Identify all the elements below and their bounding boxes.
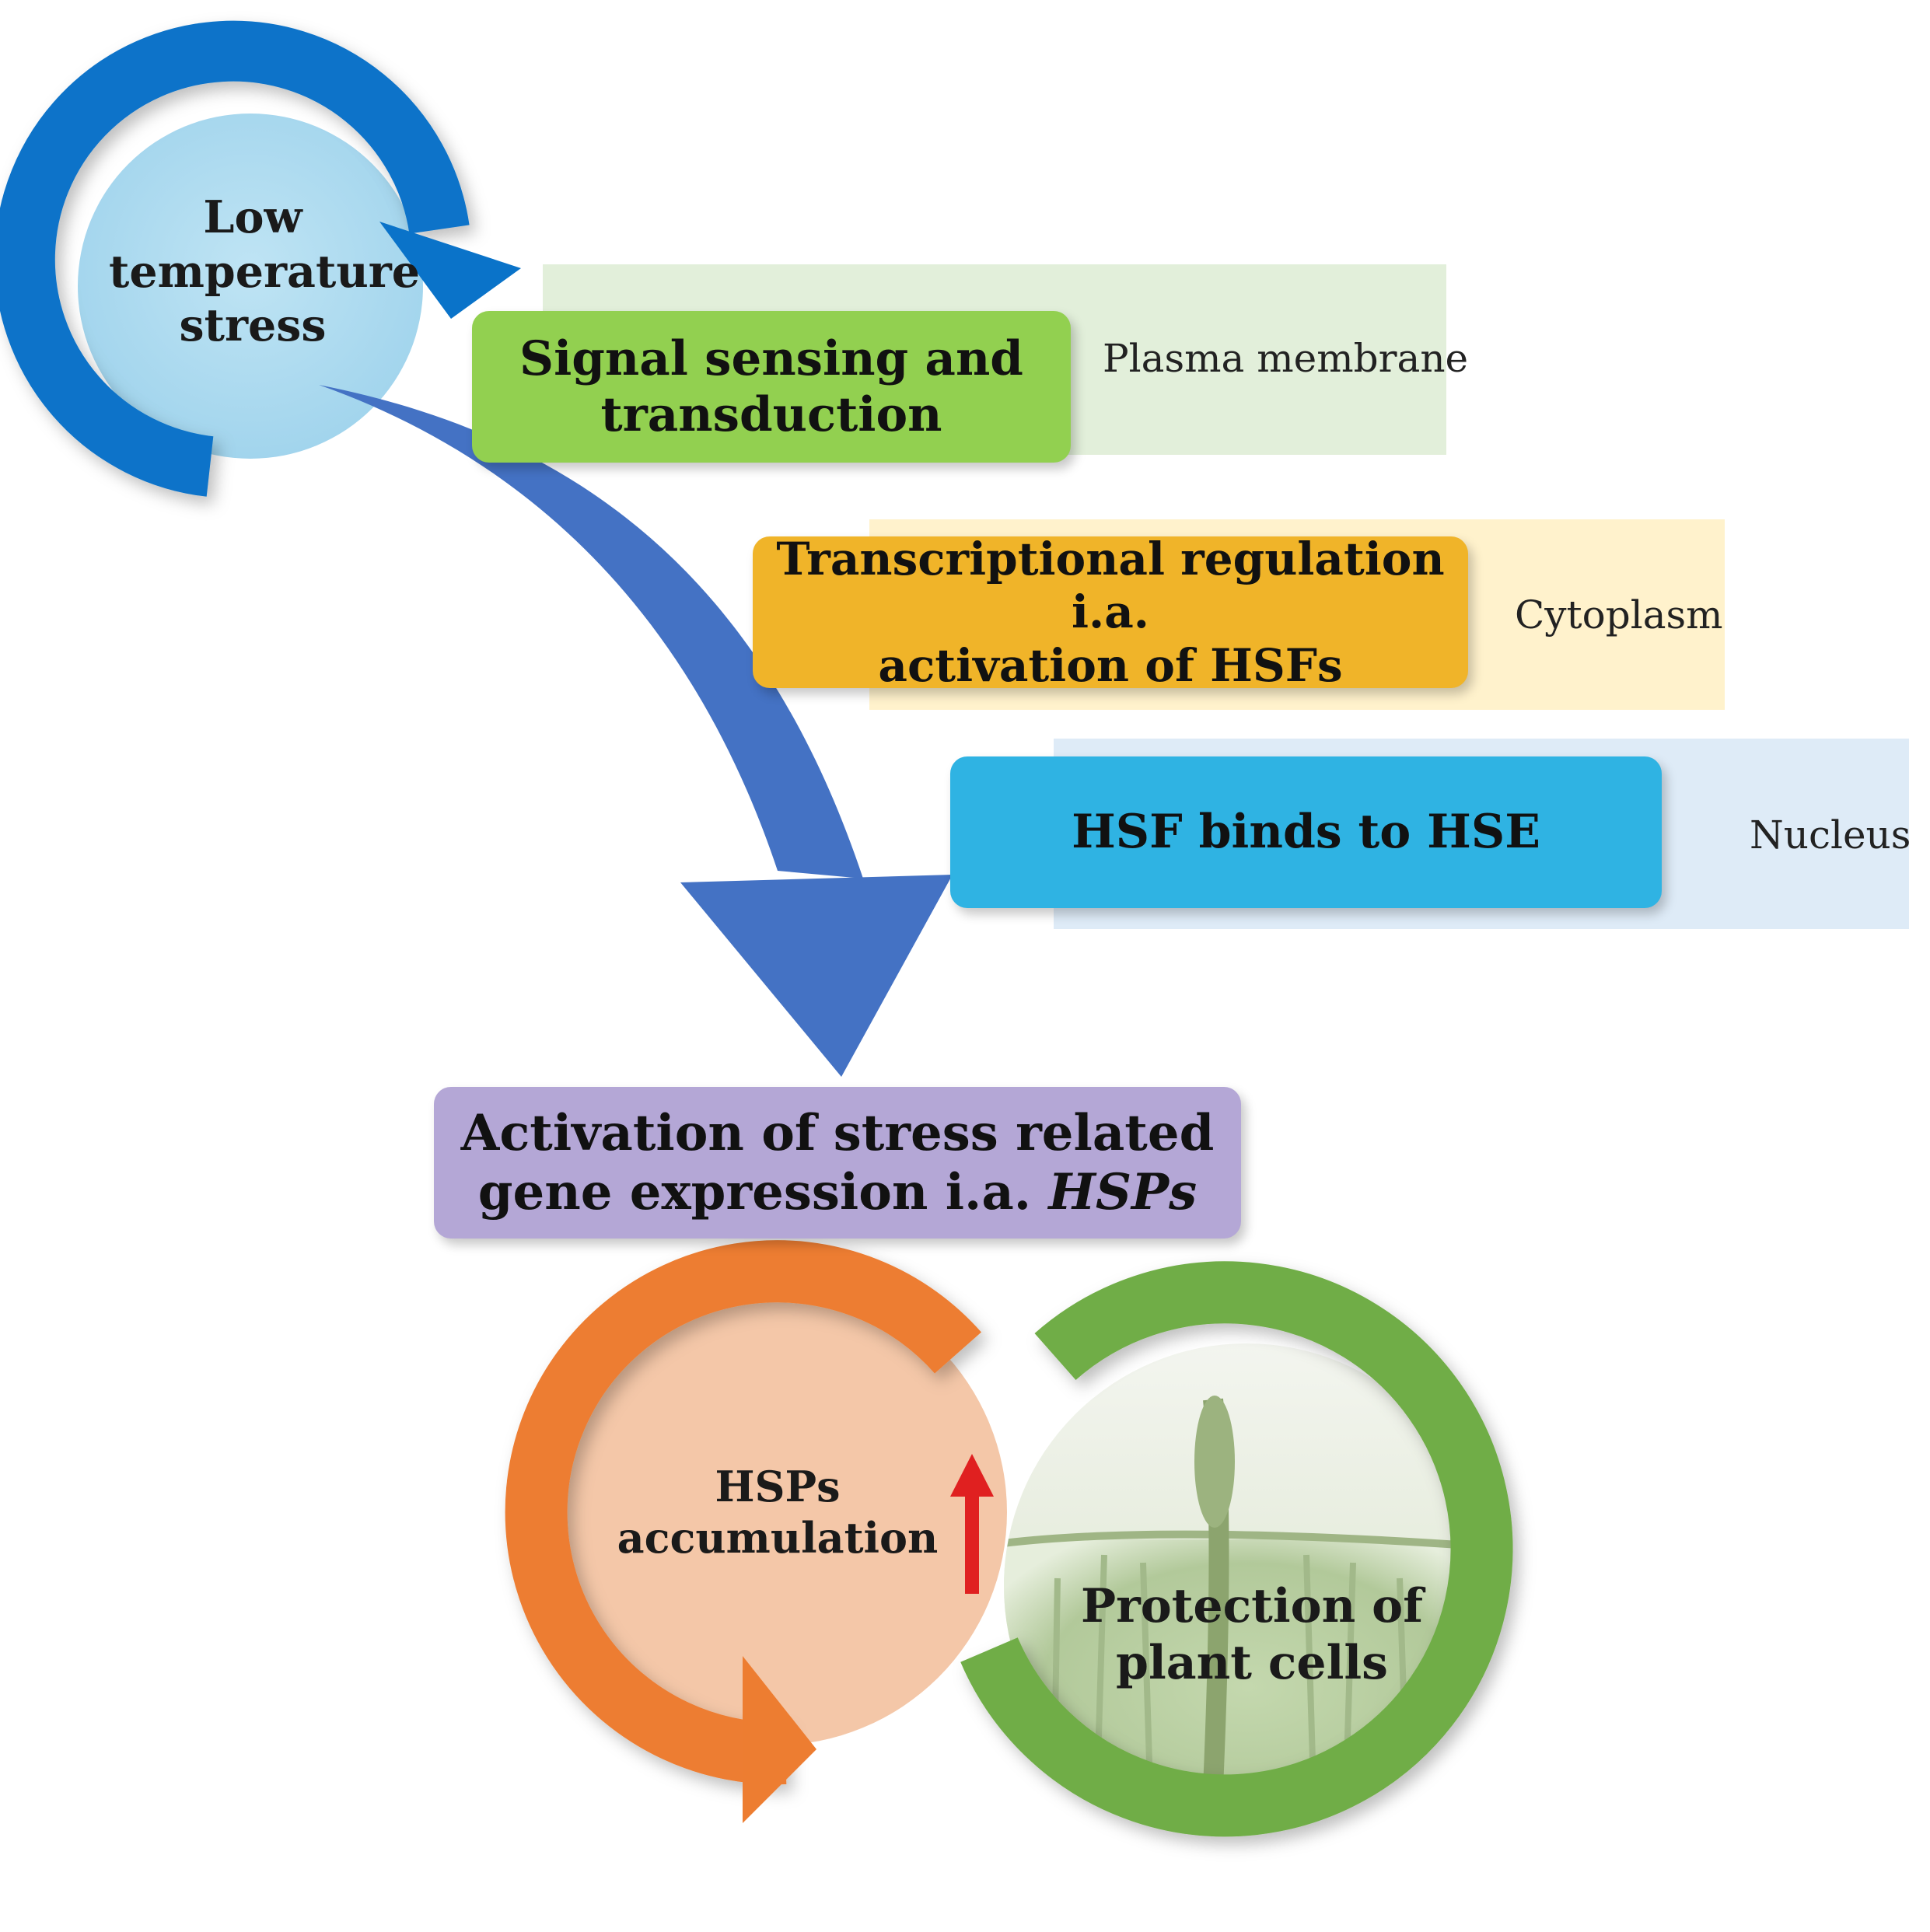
start-node bbox=[0, 20, 521, 497]
start-text: Low temperature stress bbox=[109, 190, 421, 353]
activation-box: Activation of stress related gene expres… bbox=[434, 1087, 1241, 1239]
protection-ring-arc bbox=[960, 1261, 1513, 1837]
plasma-membrane-label: Plasma membrane bbox=[1103, 336, 1469, 381]
protection-node bbox=[960, 1261, 1513, 1837]
transcriptional-regulation-line1: Transcriptional regulation i.a. bbox=[776, 532, 1445, 639]
activation-line1: Activation of stress related bbox=[460, 1103, 1215, 1162]
start-line2: temperature bbox=[109, 245, 421, 298]
transcriptional-regulation-line2: activation of HSFs bbox=[878, 638, 1343, 692]
start-line3: stress bbox=[179, 299, 327, 352]
big-flow-arrow bbox=[319, 385, 953, 1077]
accumulation-line2: accumulation bbox=[617, 1512, 939, 1563]
protection-line1: Protection of bbox=[1080, 1579, 1424, 1633]
cytoplasm-label: Cytoplasm bbox=[1515, 592, 1723, 638]
big-arrow-head bbox=[680, 875, 953, 1077]
accumulation-ring-arrowhead bbox=[743, 1656, 816, 1823]
hsf-binds-hse-box: HSF binds to HSE bbox=[950, 756, 1662, 908]
nucleus-label: Nucleus bbox=[1750, 812, 1911, 858]
signal-sensing-box: Signal sensing and transduction bbox=[472, 311, 1071, 463]
accumulation-ring-arc bbox=[505, 1240, 981, 1785]
big-arrow-body bbox=[319, 385, 863, 879]
signal-sensing-line2: transduction bbox=[600, 386, 942, 442]
signal-sensing-line1: Signal sensing and bbox=[519, 330, 1023, 386]
accumulation-node bbox=[505, 1240, 1007, 1823]
activation-line2-text: gene expression i.a. bbox=[477, 1162, 1049, 1221]
accumulation-text: HSPs accumulation bbox=[614, 1462, 941, 1564]
increase-arrow bbox=[950, 1454, 994, 1594]
start-line1: Low bbox=[203, 191, 302, 243]
accumulation-circle-fill bbox=[540, 1279, 1007, 1745]
transcriptional-regulation-box: Transcriptional regulation i.a. activati… bbox=[753, 532, 1468, 692]
start-circle-fill bbox=[78, 114, 423, 459]
activation-line2: gene expression i.a. HSPs bbox=[461, 1163, 1215, 1222]
hsf-binds-hse-text: HSF binds to HSE bbox=[1072, 805, 1540, 860]
start-ring-arc bbox=[0, 20, 470, 497]
protection-line2: plant cells bbox=[1116, 1636, 1388, 1691]
start-ring-arrowhead bbox=[379, 222, 521, 319]
accumulation-line1: HSPs bbox=[715, 1462, 841, 1511]
activation-line2-italic: HSPs bbox=[1048, 1162, 1198, 1221]
protection-text: Protection of plant cells bbox=[1065, 1578, 1439, 1692]
